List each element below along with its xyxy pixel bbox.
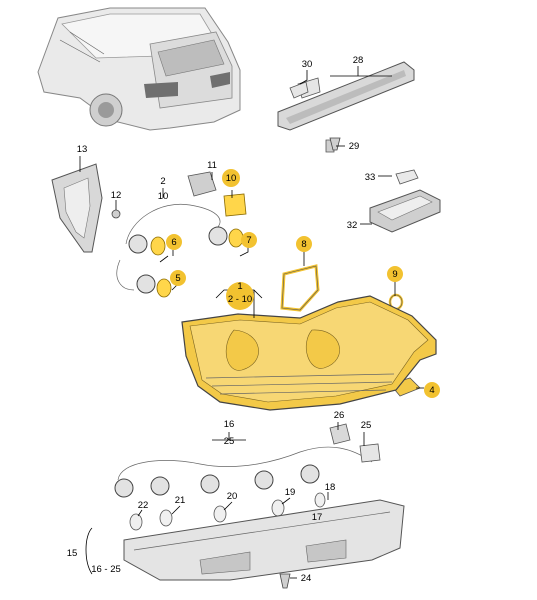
bumper-lamp-assembly — [123, 499, 405, 581]
label-12: 12 — [111, 190, 122, 201]
screw-24 — [279, 573, 291, 589]
label-18: 18 — [325, 482, 336, 493]
label-10a: 10 — [158, 191, 169, 202]
label-16a: 16 — [224, 419, 235, 430]
label-11: 11 — [207, 160, 217, 171]
label-9: 9 — [392, 269, 397, 280]
screw-12 — [111, 209, 121, 219]
label-15: 15 — [67, 548, 78, 559]
label-30: 30 — [302, 59, 313, 70]
label-29: 29 — [349, 141, 360, 152]
badge-bg-9 — [387, 266, 403, 282]
label-1: 1 — [237, 281, 242, 292]
callout-labels: 30 28 29 13 12 11 2 10 10 6 7 5 8 9 4 1 … — [67, 55, 435, 584]
label-25a: 25 — [224, 436, 235, 447]
label-17: 17 — [312, 512, 323, 523]
label-32: 32 — [347, 220, 358, 231]
badge-bg-5 — [170, 270, 186, 286]
label-19: 19 — [285, 487, 296, 498]
badge-bg-8 — [296, 236, 312, 252]
badge-bg-6 — [166, 234, 182, 250]
lower-wiring-harness — [114, 423, 381, 531]
label-16to25: 16 - 25 — [91, 564, 121, 575]
label-4: 4 — [429, 385, 434, 396]
label-6: 6 — [171, 237, 176, 248]
label-13: 13 — [77, 144, 88, 155]
label-5: 5 — [175, 273, 180, 284]
third-brake-light — [277, 61, 415, 153]
lamp-gasket — [280, 264, 320, 312]
label-25b: 25 — [361, 420, 372, 431]
license-plate-light — [369, 169, 441, 233]
label-21: 21 — [175, 495, 186, 506]
screw-29 — [329, 137, 341, 151]
label-20: 20 — [227, 491, 238, 502]
badge-bg-4 — [424, 382, 440, 398]
label-33: 33 — [365, 172, 376, 183]
tail-lamp-housing — [181, 295, 437, 411]
label-7: 7 — [246, 235, 251, 246]
badge-bg-7 — [241, 232, 257, 248]
label-22: 22 — [138, 500, 149, 511]
label-28: 28 — [353, 55, 364, 66]
callout-badges — [166, 169, 440, 398]
label-2: 2 — [160, 176, 165, 187]
label-24: 24 — [301, 573, 312, 584]
badge-bg-1 — [226, 282, 254, 310]
label-8: 8 — [301, 239, 306, 250]
vehicle-illustration — [37, 7, 241, 131]
side-trim-piece — [51, 163, 103, 253]
label-10b: 10 — [226, 173, 237, 184]
upper-wiring-harness — [116, 171, 247, 298]
label-2to10: 2 - 10 — [228, 294, 252, 305]
label-26: 26 — [334, 410, 345, 421]
badge-bg-10b — [222, 169, 240, 187]
